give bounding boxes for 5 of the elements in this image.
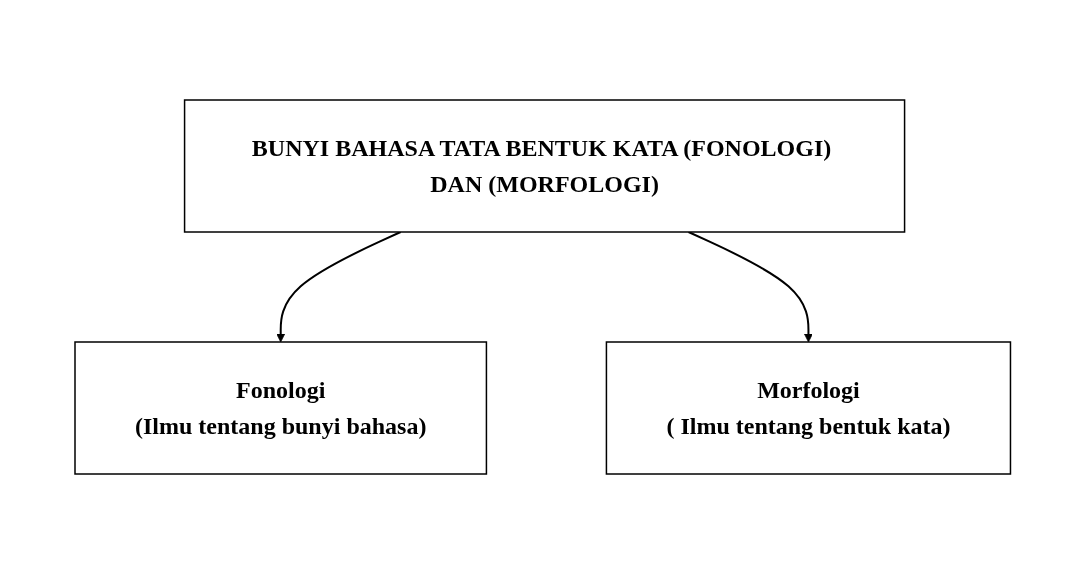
arrow [276, 231, 402, 343]
node-box: BUNYI BAHASA TATA BENTUK KATA (FONOLOGI) DAN (MORFOLOGI) [183, 99, 906, 233]
arrow [687, 231, 813, 343]
node-box: Morfologi ( Ilmu tentang bentuk kata) [605, 341, 1011, 475]
node-box: Fonologi (Ilmu tentang bunyi bahasa) [74, 341, 487, 475]
